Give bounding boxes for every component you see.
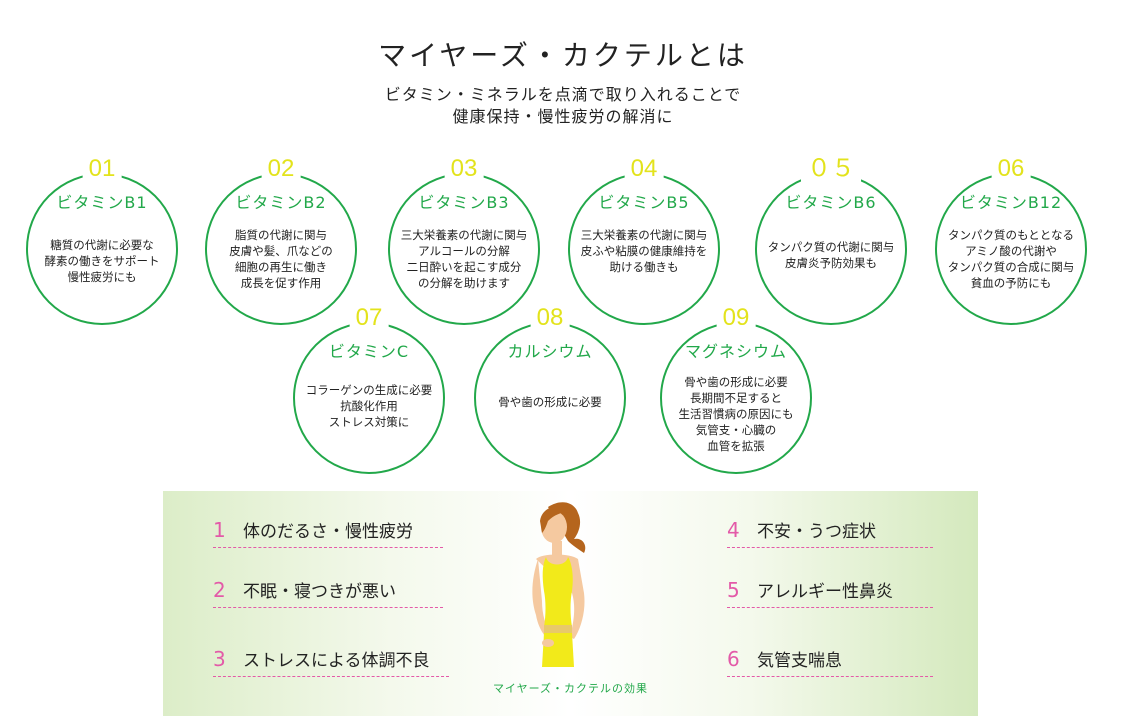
circle-title: ビタミンC bbox=[328, 342, 410, 361]
subtitle-line-1: ビタミン・ミネラルを点滴で取り入れることで bbox=[384, 85, 742, 104]
circle-title: ビタミンB3 bbox=[418, 193, 510, 212]
effect-number: 4 bbox=[727, 518, 740, 542]
vitamin-b2-circle: 02 ビタミンB2 脂質の代謝に関与 皮膚や髪、爪などの 細胞の再生に働き 成長… bbox=[205, 155, 357, 325]
circle-title: ビタミンB2 bbox=[235, 193, 327, 212]
circle-title: ビタミンB1 bbox=[56, 193, 148, 212]
page-subtitle: ビタミン・ミネラルを点滴で取り入れることで 健康保持・慢性疲労の解消に bbox=[0, 84, 1126, 128]
circle-description: 糖質の代謝に必要な 酵素の働きをサポート 慢性疲労にも bbox=[44, 238, 160, 284]
effect-item-4: 4 不安・うつ症状 bbox=[727, 517, 933, 548]
circle-number: 08 bbox=[530, 304, 570, 332]
circle-description: コラーゲンの生成に必要 抗酸化作用 ストレス対策に bbox=[305, 383, 433, 429]
circle-title: ビタミンB6 bbox=[785, 193, 877, 212]
calcium-circle: 08 カルシウム 骨や歯の形成に必要 bbox=[474, 304, 626, 474]
circle-title: カルシウム bbox=[507, 342, 593, 361]
effect-number: 1 bbox=[213, 518, 226, 542]
effect-text: ストレスによる体調不良 bbox=[243, 651, 430, 671]
circle-description: 骨や歯の形成に必要 長期間不足すると 生活習慣病の原因にも 気管支・心臓の 血管… bbox=[678, 375, 794, 453]
effect-item-5: 5 アレルギー性鼻炎 bbox=[727, 577, 933, 608]
effect-number: 5 bbox=[727, 578, 740, 602]
circle-description: 脂質の代謝に関与 皮膚や髪、爪などの 細胞の再生に働き 成長を促す作用 bbox=[229, 228, 333, 290]
effect-text: アレルギー性鼻炎 bbox=[757, 582, 893, 602]
circle-number: ０５ bbox=[801, 155, 861, 183]
circle-number: 02 bbox=[261, 155, 301, 183]
effect-number: 3 bbox=[213, 647, 226, 671]
subtitle-line-2: 健康保持・慢性疲労の解消に bbox=[452, 107, 674, 126]
vitamin-b12-circle: 06 ビタミンB12 タンパク質のもととなる アミノ酸の代謝や タンパク質の合成… bbox=[935, 155, 1087, 325]
vitamin-b1-circle: 01 ビタミンB1 糖質の代謝に必要な 酵素の働きをサポート 慢性疲労にも bbox=[26, 155, 178, 325]
effect-item-3: 3 ストレスによる体調不良 bbox=[213, 646, 449, 677]
circle-description: タンパク質のもととなる アミノ酸の代謝や タンパク質の合成に関与 貧血の予防にも bbox=[947, 228, 1075, 290]
circle-description: 三大栄養素の代謝に関与 皮ふや粘膜の健康維持を 助ける働きも bbox=[580, 228, 708, 274]
effect-number: 2 bbox=[213, 578, 226, 602]
vitamin-b6-circle: ０５ ビタミンB6 タンパク質の代謝に関与 皮膚炎予防効果も bbox=[755, 155, 907, 325]
effect-text: 不安・うつ症状 bbox=[757, 522, 876, 542]
woman-illustration-icon bbox=[532, 502, 586, 667]
effect-item-1: 1 体のだるさ・慢性疲労 bbox=[213, 517, 443, 548]
circle-number: 03 bbox=[444, 155, 484, 183]
effect-item-2: 2 不眠・寝つきが悪い bbox=[213, 577, 443, 608]
page-title: マイヤーズ・カクテルとは bbox=[378, 39, 748, 72]
circle-description: 骨や歯の形成に必要 bbox=[498, 395, 602, 409]
effect-text: 不眠・寝つきが悪い bbox=[243, 582, 396, 602]
effect-text: 体のだるさ・慢性疲労 bbox=[243, 522, 413, 542]
circle-title: マグネシウム bbox=[684, 342, 787, 361]
vitamin-b5-circle: 04 ビタミンB5 三大栄養素の代謝に関与 皮ふや粘膜の健康維持を 助ける働きも bbox=[568, 155, 720, 325]
circle-number: 01 bbox=[82, 155, 122, 183]
effect-text: 気管支喘息 bbox=[757, 651, 842, 671]
vitamin-b3-circle: 03 ビタミンB3 三大栄養素の代謝に関与 アルコールの分解 二日酔いを起こす成… bbox=[388, 155, 540, 325]
effect-item-6: 6 気管支喘息 bbox=[727, 646, 933, 677]
circle-description: 三大栄養素の代謝に関与 アルコールの分解 二日酔いを起こす成分 の分解を助けます bbox=[400, 228, 528, 290]
circle-number: 07 bbox=[349, 304, 389, 332]
circle-number: 09 bbox=[716, 304, 756, 332]
circle-number: 06 bbox=[991, 155, 1031, 183]
effect-number: 6 bbox=[727, 647, 740, 671]
effects-caption: マイヤーズ・カクテルの効果 bbox=[492, 682, 649, 695]
circle-description: タンパク質の代謝に関与 皮膚炎予防効果も bbox=[767, 240, 895, 270]
vitamin-c-circle: 07 ビタミンC コラーゲンの生成に必要 抗酸化作用 ストレス対策に bbox=[293, 304, 445, 474]
circle-number: 04 bbox=[624, 155, 664, 183]
effects-panel: 1 体のだるさ・慢性疲労 2 不眠・寝つきが悪い 3 ストレスによる体調不良 4 不安・… bbox=[163, 491, 978, 716]
circle-title: ビタミンB5 bbox=[598, 193, 690, 212]
magnesium-circle: 09 マグネシウム 骨や歯の形成に必要 長期間不足すると 生活習慣病の原因にも … bbox=[660, 304, 812, 474]
circle-title: ビタミンB12 bbox=[959, 193, 1063, 212]
